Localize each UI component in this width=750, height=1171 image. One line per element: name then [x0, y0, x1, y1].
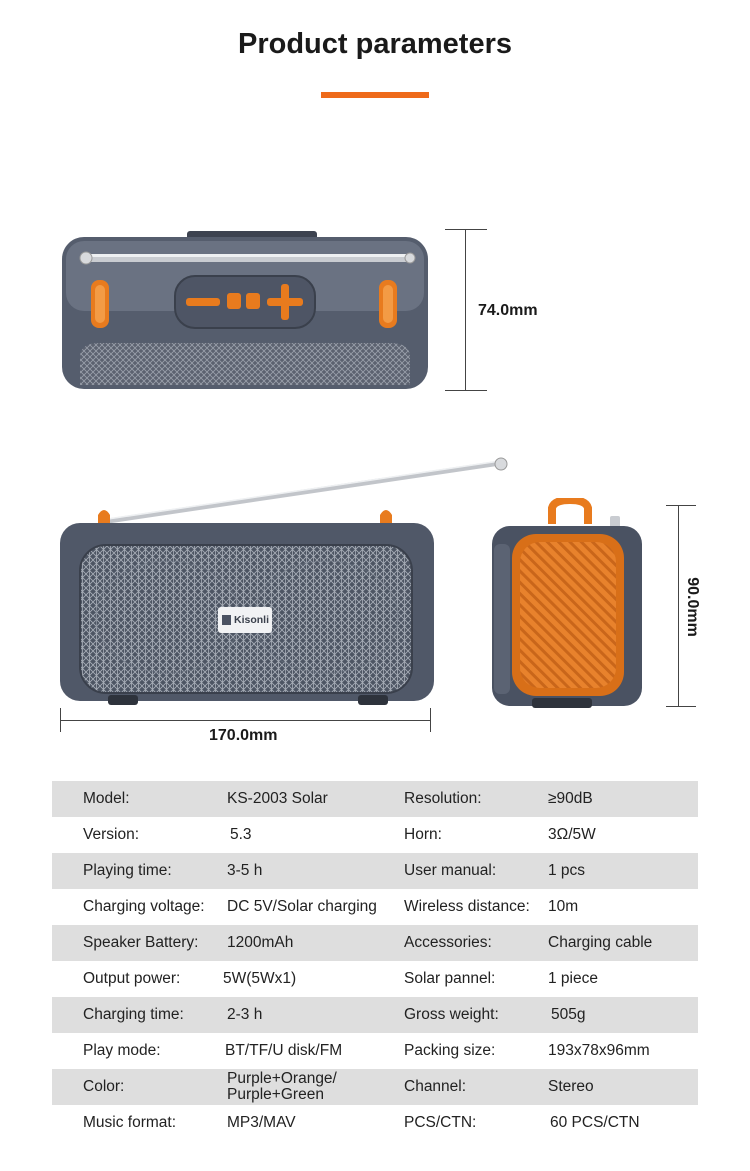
spec-label: Channel:	[404, 1078, 467, 1095]
spec-row-version: Version: 5.3 Horn: 3Ω/5W	[52, 817, 698, 853]
spec-value: KS-2003 Solar	[227, 790, 328, 807]
spec-label: Color:	[83, 1078, 125, 1095]
spec-label: Accessories:	[404, 934, 492, 951]
spec-row-model: Model: KS-2003 Solar Resolution: ≥90dB	[52, 781, 698, 817]
spec-value: 10m	[548, 898, 579, 915]
spec-value: 1 pcs	[548, 862, 586, 879]
spec-value: ≥90dB	[548, 790, 593, 807]
spec-value: 193x78x96mm	[548, 1042, 650, 1059]
spec-label: Gross weight:	[404, 1006, 499, 1023]
speaker-top-view	[62, 231, 428, 389]
spec-label: PCS/CTN:	[404, 1114, 477, 1131]
spec-row-play-mode: Play mode: BT/TF/U disk/FM Packing size:…	[52, 1033, 698, 1069]
depth-dimension-line	[678, 505, 679, 707]
width-dimension-line	[60, 720, 431, 721]
spec-row-output-power: Output power: 5W(5Wx1) Solar pannel: 1 p…	[52, 961, 698, 997]
spec-value: Purple+Orange/ Purple+Green	[227, 1069, 337, 1105]
spec-label: Playing time:	[83, 862, 172, 879]
spec-label: Packing size:	[404, 1042, 496, 1059]
spec-label: Horn:	[404, 826, 442, 843]
spec-value: 3Ω/5W	[548, 826, 596, 843]
spec-row-battery: Speaker Battery: 1200mAh Accessories: Ch…	[52, 925, 698, 961]
spec-row-playing-time: Playing time: 3-5 h User manual: 1 pcs	[52, 853, 698, 889]
spec-label: Speaker Battery:	[83, 934, 199, 951]
spec-row-color: Color: Purple+Orange/ Purple+Green Chann…	[52, 1069, 698, 1105]
spec-value: 1 piece	[548, 970, 598, 987]
spec-value: 5W(5Wx1)	[223, 970, 297, 987]
depth-dimension-cap-top	[666, 505, 696, 506]
height-dimension-line	[465, 229, 466, 391]
spec-label: Charging time:	[83, 1006, 184, 1023]
spec-label: Wireless distance:	[404, 898, 530, 915]
spec-table: Model: KS-2003 Solar Resolution: ≥90dB V…	[52, 781, 698, 1141]
height-dimension-cap-top	[445, 229, 487, 230]
title-underline	[321, 92, 429, 98]
spec-label: Output power:	[83, 970, 181, 987]
spec-label: User manual:	[404, 862, 497, 879]
spec-value: Stereo	[548, 1078, 594, 1095]
depth-dimension-cap-bottom	[666, 706, 696, 707]
spec-label: Model:	[83, 790, 130, 807]
spec-label: Solar pannel:	[404, 970, 496, 987]
spec-value: DC 5V/Solar charging	[227, 898, 377, 915]
spec-value: 505g	[551, 1006, 586, 1023]
spec-value: 3-5 h	[227, 862, 263, 879]
spec-label: Charging voltage:	[83, 898, 205, 915]
spec-label: Resolution:	[404, 790, 482, 807]
spec-value: MP3/MAV	[227, 1114, 296, 1131]
spec-value: 60 PCS/CTN	[550, 1114, 640, 1131]
width-dimension-label: 170.0mm	[209, 727, 278, 744]
spec-row-music-format: Music format: MP3/MAV PCS/CTN: 60 PCS/CT…	[52, 1105, 698, 1141]
spec-value-line: Purple+Orange/	[227, 1070, 337, 1087]
spec-value: Charging cable	[548, 934, 653, 951]
height-dimension-label: 74.0mm	[478, 302, 538, 319]
spec-label: Version:	[83, 826, 140, 843]
spec-value: 2-3 h	[227, 1006, 263, 1023]
brand-logo: Kisonli	[234, 614, 270, 626]
width-dimension-cap-right	[430, 708, 431, 732]
page-title: Product parameters	[238, 28, 512, 60]
spec-label: Play mode:	[83, 1042, 161, 1059]
spec-label: Music format:	[83, 1114, 177, 1131]
spec-value: 5.3	[230, 826, 252, 843]
height-dimension-cap-bottom	[445, 390, 487, 391]
depth-dimension-label: 90.0mm	[683, 577, 701, 637]
width-dimension-cap-left	[60, 708, 61, 732]
speaker-side-view	[492, 498, 642, 708]
spec-value: 1200mAh	[227, 934, 294, 951]
spec-value-line: Purple+Green	[227, 1086, 324, 1103]
spec-row-charging-time: Charging time: 2-3 h Gross weight: 505g	[52, 997, 698, 1033]
spec-value: BT/TF/U disk/FM	[225, 1042, 343, 1059]
speaker-front-view	[60, 457, 508, 705]
spec-row-charging-voltage: Charging voltage: DC 5V/Solar charging W…	[52, 889, 698, 925]
